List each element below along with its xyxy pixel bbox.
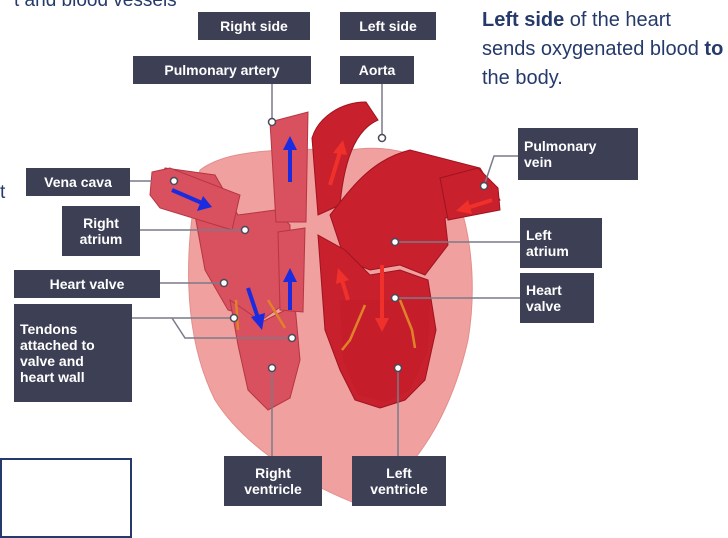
label-aorta: Aorta — [340, 56, 414, 84]
label-right-ventricle: Right ventricle — [224, 456, 322, 506]
label-left-side: Left side — [340, 12, 436, 40]
label-right-atrium: Right atrium — [62, 206, 140, 256]
label-heart-valve-right: Heart valve — [520, 273, 594, 323]
label-heart-valve-left: Heart valve — [14, 270, 160, 298]
label-pulmonary-artery: Pulmonary artery — [133, 56, 311, 84]
caption-bold-to: to — [704, 38, 723, 60]
label-pulmonary-vein: Pulmonary vein — [518, 128, 638, 180]
label-tendons: Tendons attached to valve and heart wall — [14, 304, 132, 402]
caption-bold-left-side: Left side — [482, 9, 564, 31]
label-left-ventricle: Left ventricle — [352, 456, 446, 506]
caption-part-2: the body. — [482, 67, 563, 89]
label-left-atrium: Left atrium — [520, 218, 602, 268]
cropped-box-outline — [0, 458, 132, 538]
label-right-side: Right side — [198, 12, 310, 40]
cropped-heading-fragment: t and blood vessels — [14, 0, 177, 12]
label-vena-cava: Vena cava — [26, 168, 130, 196]
caption-text: Left side of the heart sends oxygenated … — [482, 6, 728, 93]
cropped-text-fragment: t — [0, 182, 5, 204]
